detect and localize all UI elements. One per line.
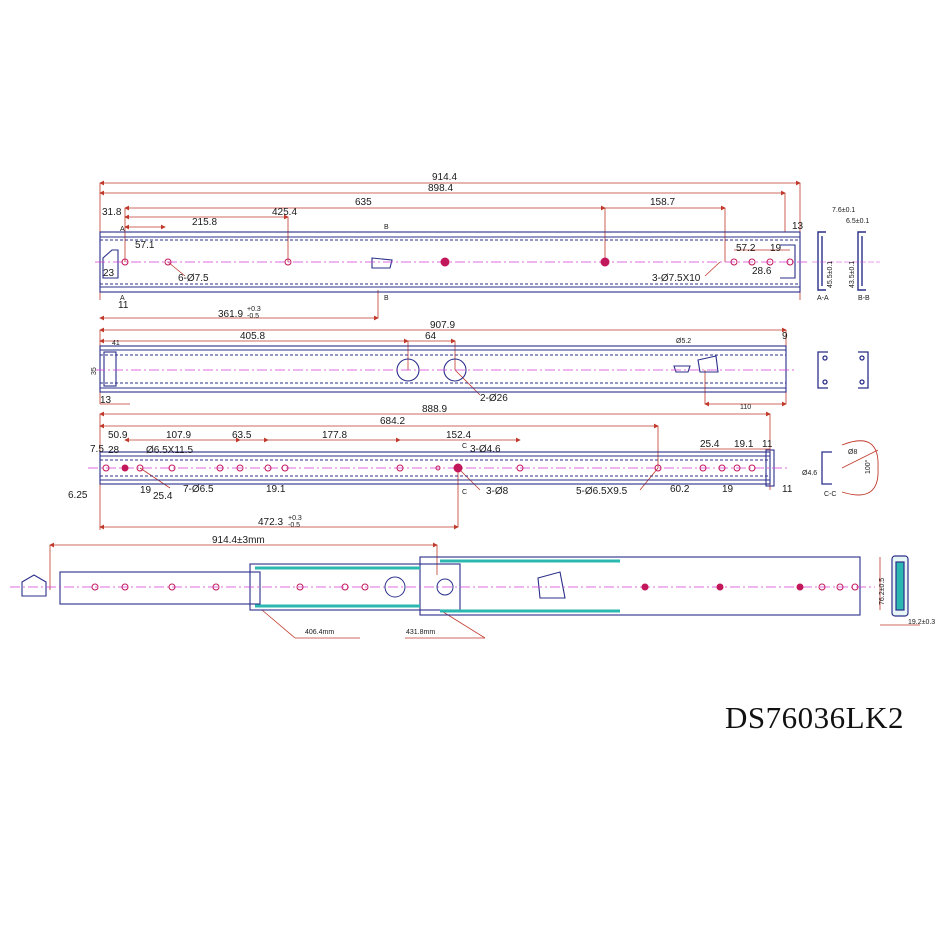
dim-v2-8: 110 (740, 404, 751, 411)
dim-v3-15: 25.4 (153, 491, 173, 502)
dim-v3-12: Ø6.5X11.5 (146, 445, 194, 456)
intermediate-profile-left (817, 351, 828, 389)
dim-v3-18: 3-Ø8 (486, 486, 509, 497)
section-mark-a-bot: A (120, 295, 125, 302)
dim-v1-4: 425.4 (272, 207, 297, 218)
dim-v1-15: 11 (118, 300, 129, 311)
dim-v1-6: 158.7 (650, 197, 675, 208)
section-aa-profile (817, 231, 826, 291)
dim-v3-4: 107.9 (166, 430, 191, 441)
dim-v3-0: 888.9 (422, 404, 447, 415)
dim-cc-2: Ø4.6 (802, 470, 817, 477)
dim-v3-2: 7.5 (90, 444, 104, 455)
dim-v1-11: 57.2 (736, 243, 756, 254)
dim-v3-17: 19.1 (266, 484, 286, 495)
label-aa: A-A (817, 295, 829, 302)
dim-v3-6: 177.8 (322, 430, 347, 441)
section-mark-b-bot: B (384, 295, 389, 302)
dim-v2-1: 405.8 (240, 331, 265, 342)
view-inner-member: 888.9 684.2 7.5 50.9 107.9 63.5 177.8 15… (68, 404, 879, 530)
dim-v2-7: 13 (100, 395, 112, 406)
dim-v1-2: 31.8 (102, 207, 122, 218)
view-outer-member: 914.4 898.4 31.8 635 425.4 215.8 158.7 1… (95, 172, 880, 321)
view-assembly-extended: 914.4±3mm 406.4mm 431.8mm 76.2±0.5 19.2±… (10, 535, 935, 639)
dim-v3-20: 60.2 (670, 484, 690, 495)
dim-v3-5: 63.5 (232, 430, 252, 441)
dim-v2-6: 2-Ø26 (480, 393, 508, 404)
dim-v1-10: 23 (103, 268, 115, 279)
assembly-end-profile (891, 555, 909, 617)
section-cc-profile (821, 451, 832, 485)
dim-v2-5: 41 (112, 340, 120, 347)
section-cc-arc (841, 440, 879, 496)
dim-v1-9: 6-Ø7.5 (178, 273, 209, 284)
tol-v1-minus: -0.5 (247, 313, 259, 320)
dim-bb-1: 43.5±0.1 (849, 261, 856, 288)
dim-v2-4: Ø5.2 (676, 338, 691, 345)
dim-v4-4: 19.2±0.3 (908, 619, 935, 626)
dim-v3-23: 6.25 (68, 490, 88, 501)
dim-bb-0: 6.5±0.1 (846, 218, 869, 225)
dim-v1-12: 19 (770, 243, 782, 254)
dim-v3-11: 28 (108, 445, 120, 456)
dim-aa-1: 45.5±0.1 (827, 261, 834, 288)
dim-cc-1: 100° (864, 459, 872, 474)
section-mark-c-top: C (462, 443, 467, 450)
dim-v3-14: 19 (140, 485, 152, 496)
dim-v4-3: 76.2±0.5 (879, 578, 886, 605)
dim-v3-22: 11 (782, 484, 793, 495)
tol-v3-minus: -0.5 (288, 522, 300, 529)
section-bb-profile (857, 231, 866, 291)
section-mark-a-top: A (120, 226, 125, 233)
dim-v1-8: 57.1 (135, 240, 155, 251)
dim-v2-2: 64 (425, 331, 437, 342)
section-mark-c-bot: C (462, 489, 467, 496)
label-cc: C-C (824, 491, 836, 498)
intermediate-profile-right (858, 351, 869, 389)
dim-v2-3: 9 (782, 331, 788, 342)
view-intermediate-member: 907.9 405.8 64 9 Ø5.2 41 2-Ø26 13 110 35 (91, 320, 869, 411)
dim-v1-16: 361.9 (218, 309, 243, 320)
dim-v3-1: 684.2 (380, 416, 405, 427)
dim-v3-8: 25.4 (700, 439, 720, 450)
tol-v1-plus: +0.3 (247, 306, 261, 313)
dim-cc-0: Ø8 (848, 449, 857, 456)
dim-v3-13: 3-Ø4.6 (470, 444, 501, 455)
dim-aa-0: 7.6±0.1 (832, 207, 855, 214)
dim-v4-2: 431.8mm (406, 629, 435, 636)
dim-v3-3: 50.9 (108, 430, 128, 441)
dim-v3-19: 5-Ø6.5X9.5 (576, 486, 628, 497)
dim-v2-9: 35 (91, 367, 98, 375)
dim-v4-0: 914.4±3mm (212, 535, 265, 546)
model-code: DS76036LK2 (725, 700, 904, 735)
dim-v1-5: 215.8 (192, 217, 217, 228)
dim-v1-0: 914.4 (432, 172, 457, 183)
dim-v4-1: 406.4mm (305, 629, 334, 636)
dim-v1-3: 635 (355, 197, 372, 208)
dim-v1-1: 898.4 (428, 183, 453, 194)
dim-v3-24: 472.3 (258, 517, 283, 528)
dim-v1-14: 3-Ø7.5X10 (652, 273, 701, 284)
label-bb: B-B (858, 295, 870, 302)
tol-v3-plus: +0.3 (288, 515, 302, 522)
dim-v2-0: 907.9 (430, 320, 455, 331)
section-mark-b-top: B (384, 224, 389, 231)
dim-v3-10: 11 (762, 439, 773, 450)
dim-v3-21: 19 (722, 484, 734, 495)
dim-v1-13: 28.6 (752, 266, 772, 277)
dim-v1-7: 13 (792, 221, 804, 232)
dim-v3-9: 19.1 (734, 439, 754, 450)
dim-v3-7: 152.4 (446, 430, 471, 441)
dim-v3-16: 7-Ø6.5 (183, 484, 214, 495)
